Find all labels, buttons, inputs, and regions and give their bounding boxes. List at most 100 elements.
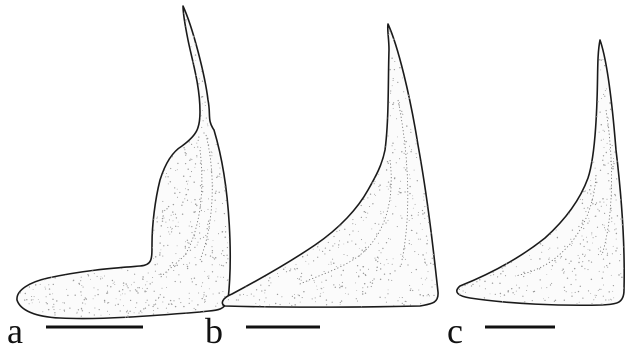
- stipple-dot: [201, 285, 202, 287]
- stipple-dot: [373, 278, 375, 280]
- stipple-dot: [209, 227, 210, 229]
- stipple-dot: [184, 162, 187, 165]
- stipple-dot: [595, 202, 598, 204]
- stipple-dot: [135, 290, 137, 292]
- stipple-dot: [195, 264, 197, 266]
- stipple-dot: [591, 302, 593, 304]
- stipple-dot: [417, 238, 419, 240]
- stipple-dot: [194, 246, 196, 249]
- stipple-dot: [569, 243, 571, 245]
- stipple-dot: [24, 299, 26, 301]
- stipple-dot: [330, 275, 333, 277]
- stipple-dot: [554, 299, 557, 301]
- stipple-dot: [616, 178, 618, 180]
- stipple-dot: [610, 210, 612, 212]
- stipple-dot: [387, 162, 389, 164]
- stipple-dot: [459, 293, 461, 295]
- stipple-dot: [303, 291, 305, 293]
- stipple-dot: [410, 151, 412, 153]
- stipple-dot: [551, 282, 553, 284]
- stipple-dot: [470, 285, 473, 287]
- stipple-dot: [151, 247, 154, 249]
- stipple-dot: [608, 299, 610, 301]
- stipple-dot: [293, 268, 296, 270]
- stipple-dot: [622, 287, 625, 289]
- stipple-dot: [424, 206, 426, 208]
- stipple-dot: [188, 225, 190, 227]
- stipple-dot: [277, 276, 279, 277]
- stipple-dot: [396, 118, 398, 120]
- stipple-dot: [198, 292, 200, 294]
- stipple-dot: [578, 257, 580, 259]
- stipple-dot: [129, 299, 132, 302]
- stipple-dot: [120, 294, 122, 296]
- stipple-dot: [80, 307, 82, 309]
- stipple-dot: [181, 204, 183, 206]
- stipple-dot: [387, 279, 390, 281]
- stipple-dot: [374, 177, 376, 179]
- stipple-dot: [606, 204, 607, 206]
- stipple-dot: [187, 180, 189, 182]
- stipple-dot: [505, 263, 508, 265]
- stipple-dot: [426, 295, 428, 297]
- stipple-dot: [222, 230, 224, 232]
- stipple-dot: [386, 185, 388, 187]
- stipple-dot: [194, 257, 196, 259]
- stipple-dot: [610, 160, 611, 162]
- stipple-dot: [500, 296, 501, 297]
- stipple-dot: [306, 254, 309, 256]
- stipple-dot: [426, 206, 428, 208]
- stipple-dot: [220, 276, 222, 278]
- stipple-dot: [196, 244, 198, 246]
- stipple-dot: [574, 291, 576, 293]
- stipple-dot: [507, 290, 509, 293]
- stipple-dot: [604, 90, 606, 92]
- stipple-dot: [176, 264, 178, 267]
- stipple-dot: [211, 246, 213, 248]
- stipple-dot: [500, 273, 502, 275]
- stipple-dot: [504, 275, 507, 277]
- stipple-dot: [186, 199, 189, 201]
- panel-label-b: b: [205, 311, 223, 351]
- stipple-dot: [315, 301, 317, 303]
- stipple-dot: [213, 258, 216, 260]
- stipple-dot: [264, 292, 266, 294]
- stipple-dot: [596, 116, 598, 118]
- stipple-dot: [339, 301, 341, 304]
- stipple-dot: [314, 297, 316, 299]
- stipple-dot: [599, 59, 601, 61]
- stipple-dot: [198, 136, 200, 138]
- stipple-dot: [420, 277, 422, 279]
- stipple-dot: [422, 254, 424, 256]
- stipple-dot: [578, 225, 580, 228]
- stipple-dot: [159, 242, 161, 244]
- stipple-dot: [136, 302, 138, 304]
- stipple-dot: [222, 265, 224, 267]
- stipple-dot: [174, 265, 176, 268]
- specimen-a-groove-1: [199, 134, 213, 261]
- stipple-dot: [582, 220, 584, 222]
- stipple-dot: [224, 231, 227, 233]
- stipple-dot: [610, 186, 612, 188]
- stipple-dot: [401, 217, 403, 219]
- stipple-dot: [59, 308, 61, 310]
- stipple-dot: [622, 267, 625, 269]
- stipple-dot: [144, 290, 146, 293]
- stipple-dot: [622, 246, 624, 248]
- stipple-dot: [210, 170, 213, 172]
- stipple-dot: [211, 250, 214, 252]
- stipple-dot: [203, 170, 205, 172]
- stipple-dot: [222, 290, 224, 293]
- stipple-dot: [81, 310, 84, 312]
- stipple-dot: [424, 217, 426, 219]
- stipple-dot: [362, 287, 364, 289]
- stipple-dot: [212, 240, 214, 241]
- stipple-dot: [291, 295, 294, 298]
- stipple-dot: [361, 249, 363, 251]
- stipple-dot: [385, 242, 388, 244]
- stipple-dot: [64, 311, 65, 312]
- stipple-dot: [319, 249, 321, 251]
- stipple-dot: [216, 302, 218, 304]
- stipple-dot: [211, 264, 213, 266]
- stipple-dot: [265, 276, 266, 278]
